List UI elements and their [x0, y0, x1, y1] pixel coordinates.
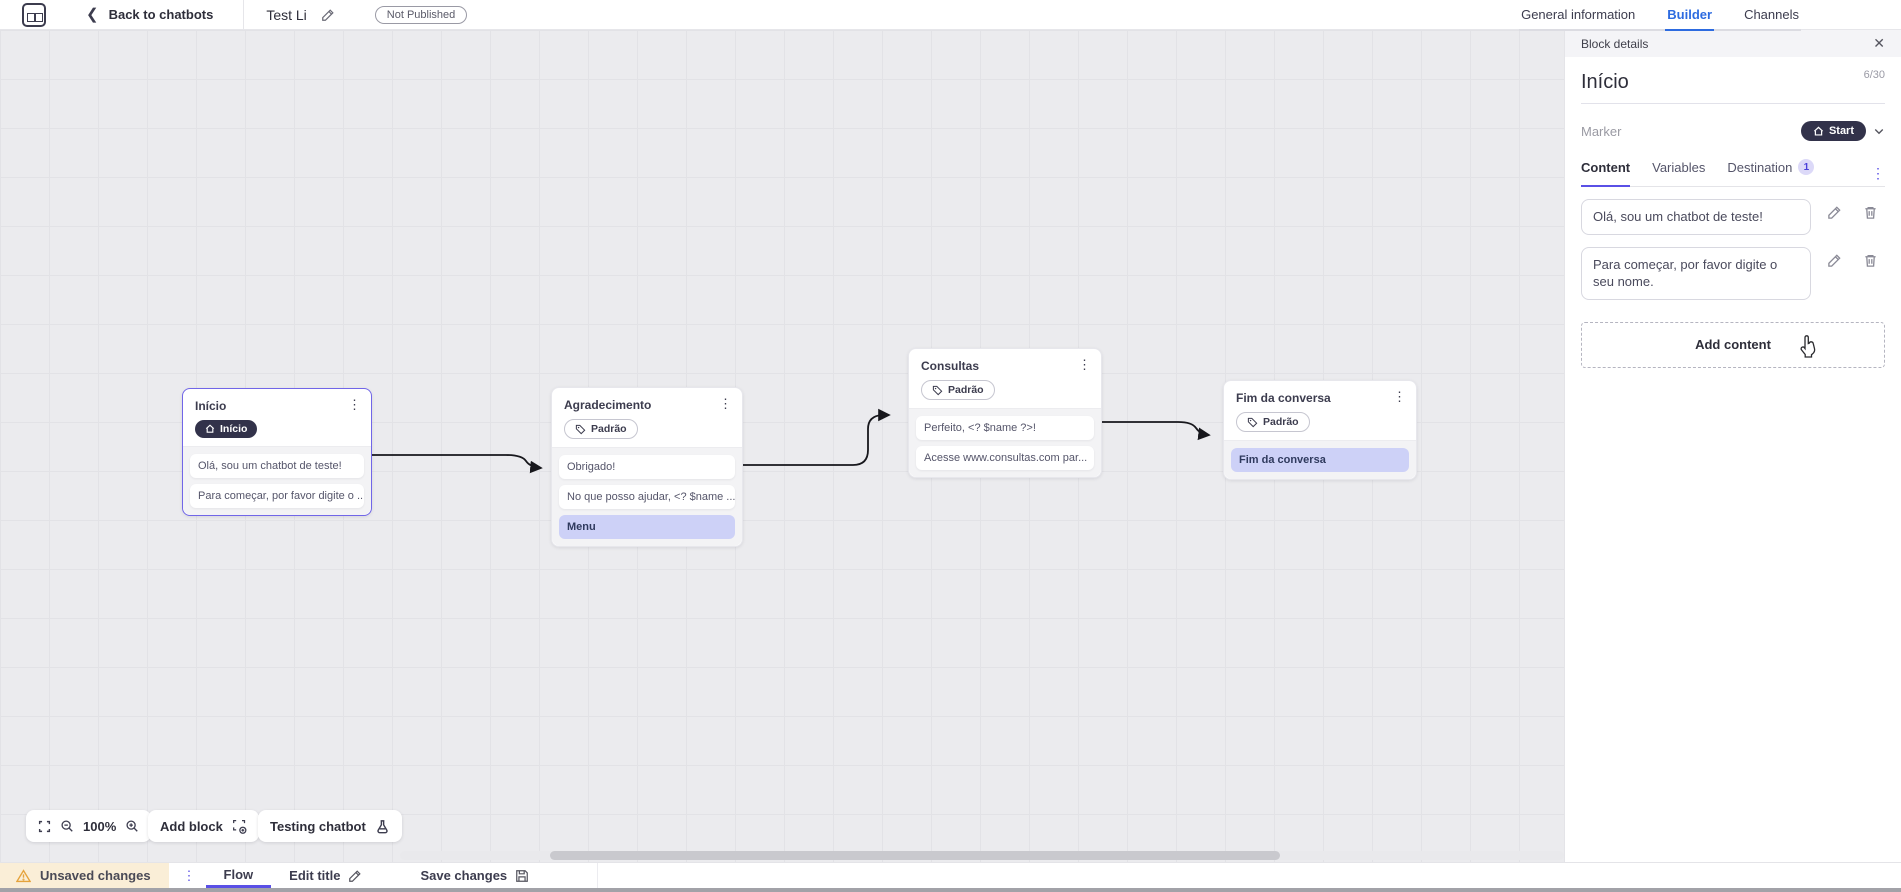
edit-title-pencil-icon[interactable]	[321, 8, 335, 22]
tag-icon	[932, 385, 943, 395]
content-item-row: Olá, sou um chatbot de teste!	[1581, 199, 1885, 235]
edit-title-button[interactable]: Edit title	[271, 863, 380, 888]
close-icon[interactable]: ✕	[1873, 35, 1885, 51]
tag-icon	[575, 424, 586, 434]
flask-icon	[375, 819, 390, 834]
back-label: Back to chatbots	[108, 7, 214, 22]
block-message[interactable]: Olá, sou um chatbot de teste!	[190, 454, 364, 478]
block-menu-icon[interactable]: ⋮	[348, 397, 361, 412]
block-marker-pill: Padrão	[921, 380, 995, 400]
block-name-input[interactable]: Início	[1581, 71, 1629, 93]
tab-channels[interactable]: Channels	[1744, 7, 1799, 22]
pencil-icon	[349, 869, 362, 882]
zoom-toolbar: 100%	[26, 810, 152, 842]
block-menu-icon[interactable]: ⋮	[1078, 357, 1091, 372]
block-message[interactable]: Acesse www.consultas.com par...	[916, 446, 1094, 470]
marker-select[interactable]: Start	[1800, 121, 1885, 141]
start-marker-pill: Start	[1800, 121, 1866, 141]
name-char-counter: 6/30	[1863, 69, 1885, 81]
chevron-left-icon: ❮	[86, 6, 99, 23]
block-details-panel: Block details ✕ Início 6/30 Marker Start…	[1564, 30, 1901, 862]
tab-general-information[interactable]: General information	[1521, 7, 1636, 22]
fullscreen-icon[interactable]	[38, 820, 51, 833]
unsaved-changes-label: Unsaved changes	[40, 868, 151, 883]
block-title: Agradecimento	[564, 398, 652, 412]
top-bar: ❮ Back to chatbots Test Li Not Published…	[0, 0, 1901, 31]
save-changes-button[interactable]: Save changes	[402, 863, 547, 888]
block-message[interactable]: No que posso ajudar, <? $name ...	[559, 485, 735, 509]
tab-flow[interactable]: Flow	[205, 863, 272, 888]
home-icon	[1813, 126, 1823, 136]
unsaved-changes-indicator: Unsaved changes	[0, 863, 169, 888]
tag-icon	[1247, 417, 1258, 427]
chatbot-title: Test Li	[266, 6, 307, 23]
block-marker-pill: Padrão	[1236, 412, 1310, 432]
block-marker-pill: Início	[195, 420, 258, 438]
panel-header-title: Block details	[1581, 36, 1649, 51]
content-text-field[interactable]: Olá, sou um chatbot de teste!	[1581, 199, 1811, 235]
block-message[interactable]: Para começar, por favor digite o ...	[190, 484, 364, 508]
back-to-chatbots-button[interactable]: ❮ Back to chatbots	[86, 7, 213, 22]
flow-block-fim-da-conversa[interactable]: Fim da conversa ⋮ Padrão Fim da conversa	[1223, 380, 1417, 480]
add-block-icon	[232, 819, 247, 834]
save-icon	[516, 869, 529, 882]
marker-label: Marker	[1581, 123, 1622, 139]
content-text-field[interactable]: Para começar, por favor digite o seu nom…	[1581, 246, 1811, 300]
status-bar: Unsaved changes ⋮ Flow Edit title Save c…	[0, 862, 1901, 888]
block-action-end[interactable]: Fim da conversa	[1231, 448, 1409, 472]
add-block-button[interactable]: Add block	[148, 810, 259, 842]
bottom-edge-strip	[0, 888, 1901, 892]
add-block-label: Add block	[160, 818, 223, 834]
block-menu-icon[interactable]: ⋮	[1393, 389, 1406, 404]
trash-icon[interactable]	[1863, 205, 1878, 220]
zoom-in-icon[interactable]	[125, 819, 139, 833]
block-message[interactable]: Obrigado!	[559, 455, 735, 479]
tab-builder[interactable]: Builder	[1665, 1, 1715, 31]
flow-block-agradecimento[interactable]: Agradecimento ⋮ Padrão Obrigado! No que …	[551, 387, 743, 547]
horizontal-scrollbar-thumb[interactable]	[550, 851, 1280, 860]
edit-pencil-icon[interactable]	[1827, 253, 1842, 268]
edit-pencil-icon[interactable]	[1827, 205, 1842, 220]
status-badge: Not Published	[374, 5, 468, 24]
block-title: Fim da conversa	[1236, 391, 1331, 405]
block-marker-pill: Padrão	[564, 419, 638, 439]
warning-icon	[16, 868, 31, 882]
tab-destination[interactable]: Destination 1	[1727, 159, 1815, 187]
flow-options-icon[interactable]: ⋮	[182, 867, 196, 883]
panel-menu-icon[interactable]: ⋮	[1871, 164, 1885, 181]
add-content-button[interactable]: Add content	[1581, 321, 1885, 368]
destination-count-badge: 1	[1798, 159, 1815, 175]
zoom-level: 100%	[83, 818, 117, 834]
flow-block-inicio[interactable]: Início ⋮ Início Olá, sou um chatbot de t…	[182, 388, 372, 516]
panel-tabs: Content Variables Destination 1 ⋮	[1581, 159, 1885, 187]
content-item-row: Para começar, por favor digite o seu nom…	[1581, 246, 1885, 300]
testing-chatbot-button[interactable]: Testing chatbot	[258, 810, 402, 842]
tab-variables[interactable]: Variables	[1652, 159, 1706, 175]
block-title: Consultas	[921, 359, 980, 373]
app-logo-icon	[22, 2, 46, 27]
testing-chatbot-label: Testing chatbot	[270, 818, 366, 834]
zoom-out-icon[interactable]	[60, 819, 74, 833]
topbar-divider	[243, 0, 245, 30]
statusbar-divider	[597, 863, 599, 888]
flow-block-consultas[interactable]: Consultas ⋮ Padrão Perfeito, <? $name ?>…	[908, 348, 1102, 478]
tab-content[interactable]: Content	[1581, 160, 1631, 187]
block-message[interactable]: Perfeito, <? $name ?>!	[916, 416, 1094, 440]
block-action-menu[interactable]: Menu	[559, 515, 735, 539]
builder-tabs: General information Builder Channels	[1519, 1, 1801, 31]
chevron-down-icon	[1873, 125, 1885, 137]
horizontal-scrollbar[interactable]	[400, 851, 1564, 860]
trash-icon[interactable]	[1863, 253, 1878, 268]
flow-canvas[interactable]: Início ⋮ Início Olá, sou um chatbot de t…	[0, 30, 1564, 862]
home-icon	[205, 424, 215, 433]
block-menu-icon[interactable]: ⋮	[719, 396, 732, 411]
block-title: Início	[195, 399, 227, 413]
